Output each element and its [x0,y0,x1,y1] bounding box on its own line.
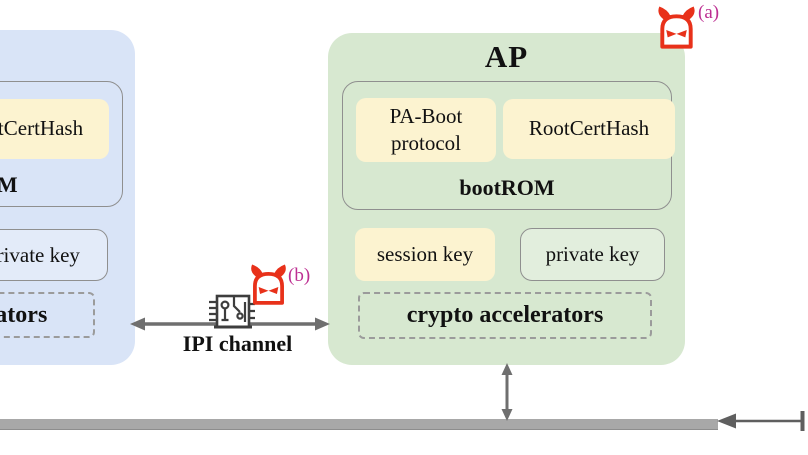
left-rootcerthash-box: RootCertHash [0,99,109,159]
ap-bootrom-label: bootROM [459,175,555,200]
circuit-chip-icon [209,294,255,329]
ap-crypto-accelerators-box: crypto accelerators [358,292,652,339]
ap-private-key-box: private key [520,228,665,281]
left-bootrom-label: bootROM [0,172,18,197]
attacker-devil-icon-a [658,6,695,49]
ap-bootrom-box: PA-Boot protocol RootCertHash bootROM [342,81,675,210]
attacker-label-a: (a) [698,2,720,23]
session-key-box: session key [355,228,495,281]
pa-boot-protocol-box: PA-Boot protocol [356,98,496,162]
left-private-key-box: private key [0,229,108,281]
right-bus-arrow [717,411,805,431]
left-crypto-accelerators-box: crypto accelerators [0,292,95,338]
ap-bus-arrow [501,363,513,421]
left-rootcerthash-label: RootCertHash [0,116,84,141]
ap-title: AP [484,39,529,74]
left-soc-block: RootCertHash bootROM private key crypto … [0,30,135,365]
left-bootrom-box: RootCertHash bootROM [0,81,123,207]
ap-rootcerthash-box: RootCertHash [503,99,675,159]
ap-block: AP PA-Boot protocol RootCertHash bootROM… [328,33,685,365]
attacker-devil-icon-b [251,264,286,305]
system-bus-bar [0,419,718,430]
ipi-channel-label: IPI channel [182,331,293,356]
attacker-label-b: (b) [288,265,311,286]
